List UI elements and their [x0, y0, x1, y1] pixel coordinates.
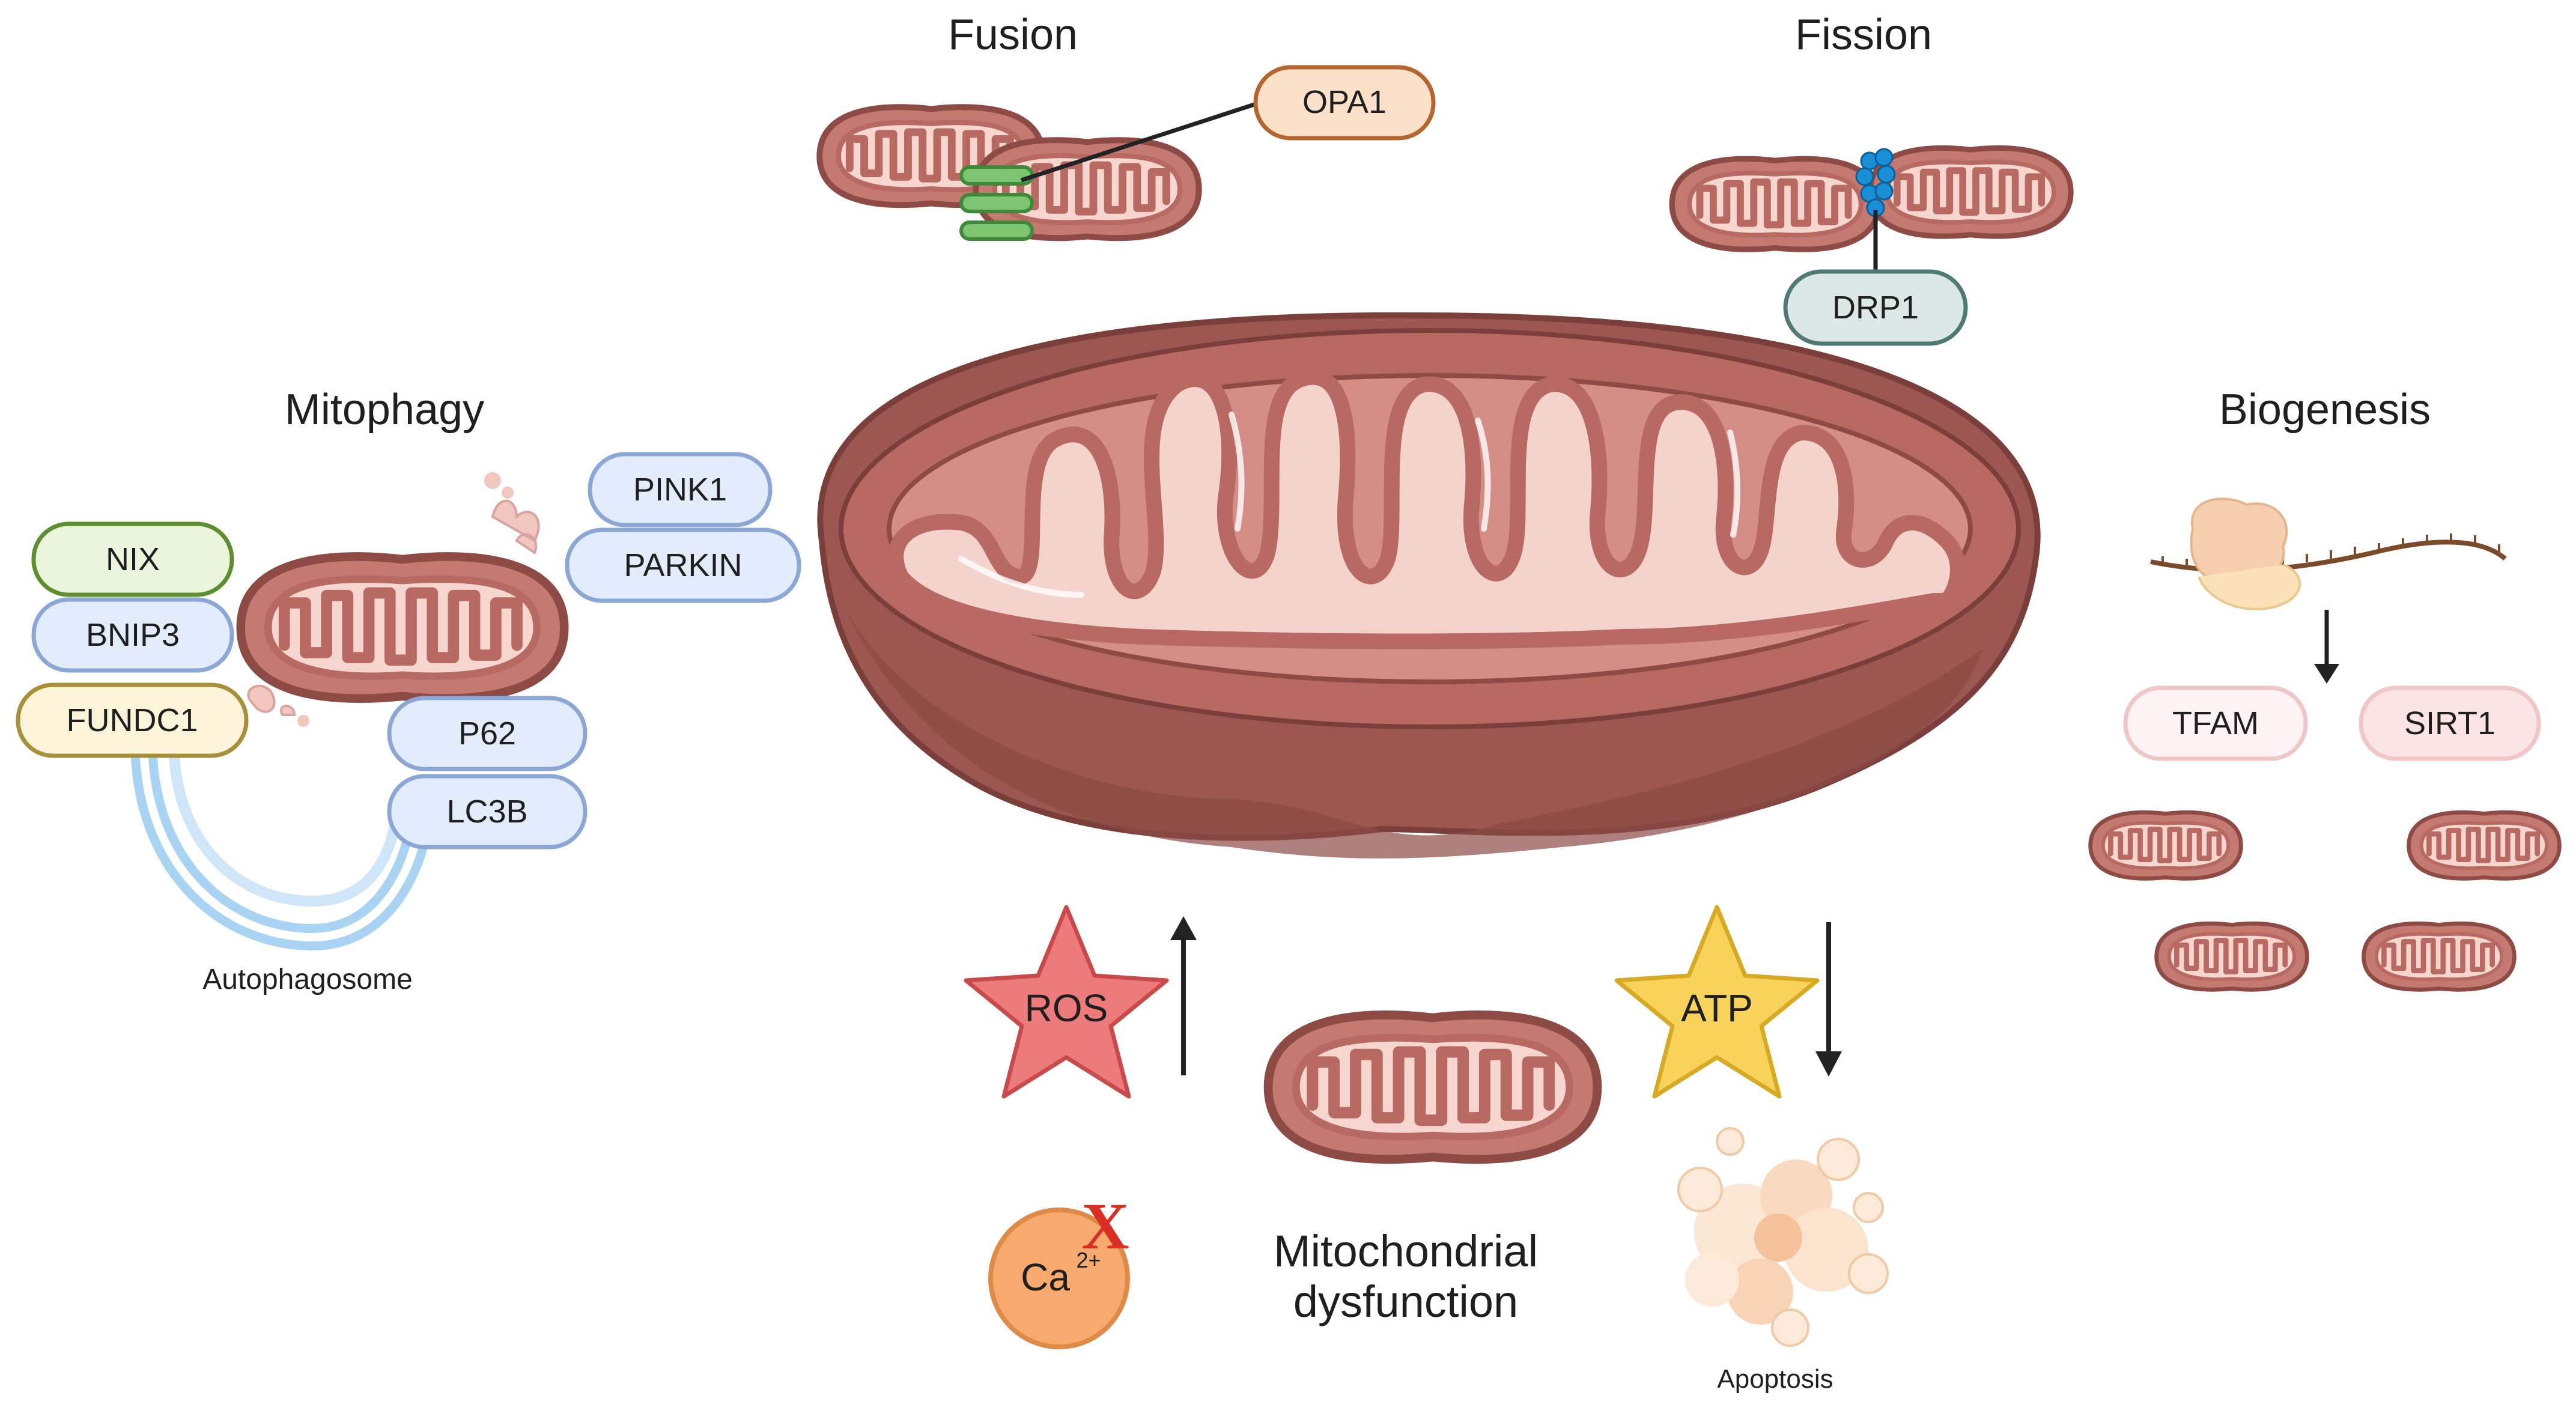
nix-label: NIX: [106, 541, 160, 577]
p62-adaptor: P62: [387, 696, 588, 771]
damaged-mitochondrion: [241, 472, 565, 727]
mito-cristae: [888, 369, 1966, 649]
tfam-pill: TFAM: [2123, 685, 2308, 761]
apoptosis-label: Apoptosis: [1717, 1364, 1833, 1394]
calcium-charge: 2+: [1076, 1248, 1101, 1272]
atp-label: ATP: [1681, 986, 1753, 1030]
lc3b-adaptor: LC3B: [387, 774, 588, 849]
drp1-label: DRP1: [1832, 290, 1919, 326]
fission-title: Fission: [1795, 11, 1932, 59]
tfam-label: TFAM: [2172, 705, 2259, 741]
fundc1-label: FUNDC1: [66, 702, 198, 738]
bnip3-receptor: BNIP3: [31, 597, 234, 673]
dysfunction-label-line2: dysfunction: [1293, 1277, 1518, 1326]
nix-receptor: NIX: [31, 521, 234, 597]
mito-lower-shade: [841, 601, 1982, 858]
parkin-receptor: PARKIN: [565, 527, 801, 603]
fusion-title: Fusion: [948, 11, 1078, 59]
p62-label: P62: [458, 716, 516, 752]
parkin-label: PARKIN: [624, 547, 742, 583]
calcium-blocked-x: X: [1081, 1190, 1129, 1263]
apoptotic-bodies: [1677, 1127, 1889, 1347]
autophagosome-membrane: [131, 744, 434, 951]
autophagosome-label: Autophagosome: [202, 964, 413, 995]
sirt1-pill: SIRT1: [2359, 685, 2541, 761]
ribosome-mrna: [2150, 497, 2507, 610]
atp-down-arrowhead: [1815, 1051, 1842, 1077]
opa1-pill: [1253, 65, 1436, 141]
new-mitochondria: [2091, 812, 2560, 989]
opa1-label: OPA1: [1302, 84, 1387, 120]
biogenesis-arrowhead: [2314, 664, 2339, 684]
dysfunction-label-line1: Mitochondrial: [1274, 1226, 1538, 1276]
ros-up-arrowhead: [1170, 916, 1197, 940]
biogenesis-title: Biogenesis: [2219, 386, 2431, 434]
mito-highlights: [958, 412, 1740, 598]
sirt1-label: SIRT1: [2404, 705, 2496, 741]
ros-star: ROS: [964, 905, 1169, 1099]
calcium-ion: Ca 2+ X: [988, 1190, 1130, 1349]
opa1-connector: [1020, 100, 1263, 183]
lc3b-label: LC3B: [446, 794, 527, 830]
calcium-label: Ca: [1021, 1256, 1070, 1299]
drp1-pill: [1783, 269, 1968, 346]
mitophagy-title: Mitophagy: [285, 386, 484, 434]
drp1-ring: [1855, 148, 1896, 217]
atp-star: ATP: [1614, 905, 1820, 1099]
opa1-tethers: [959, 165, 1034, 241]
bnip3-label: BNIP3: [86, 617, 180, 653]
fundc1-receptor: FUNDC1: [16, 682, 249, 758]
dysfunction-mitochondrion: [1268, 1015, 1597, 1159]
ros-label: ROS: [1025, 986, 1108, 1030]
pink1-label: PINK1: [633, 472, 727, 508]
pink1-receptor: PINK1: [588, 452, 773, 527]
main-mitochondrion: [817, 312, 2041, 858]
